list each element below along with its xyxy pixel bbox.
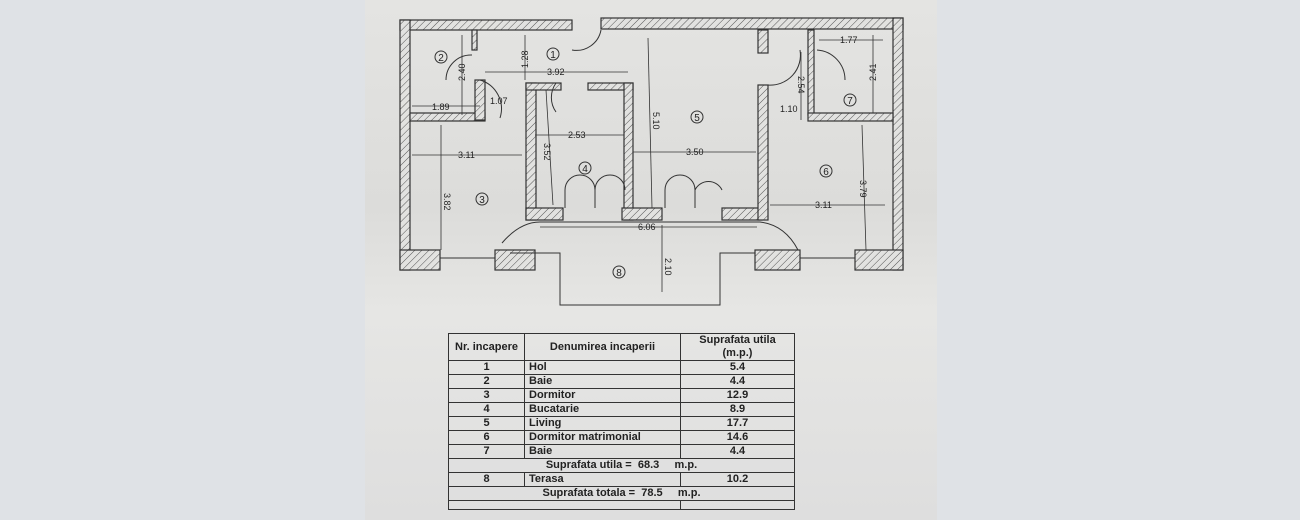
cell-name: Dormitor [524, 388, 681, 403]
dim-label: 3.11 [815, 200, 832, 210]
doors-and-terrace [439, 29, 856, 306]
walls [399, 17, 904, 271]
dim-label: 2.40 [457, 63, 467, 81]
dimension-lines [412, 35, 885, 292]
floor-plan: 1.28 3.92 2.40 1.07 1.89 3.11 3.82 2.53 … [399, 17, 904, 306]
cell-area: 5.4 [680, 360, 795, 375]
dim-label: 1.07 [490, 96, 508, 106]
dim-label: 5.10 [651, 112, 661, 130]
room-number-6: 6 [823, 167, 829, 178]
dim-label: 3.82 [442, 193, 452, 211]
room-number-1: 1 [550, 50, 556, 61]
dim-label: 3.11 [458, 150, 475, 160]
dim-label: 1.10 [780, 104, 798, 114]
cell-name: Terasa [524, 472, 681, 487]
cell-name: Living [524, 416, 681, 431]
cell-name: Baie [524, 374, 681, 389]
header-name: Denumirea incaperii [524, 333, 681, 361]
cell-nr: 4 [448, 402, 525, 417]
dim-label: 3.50 [686, 147, 704, 157]
cell-area: 4.4 [680, 444, 795, 459]
dim-label: 1.89 [432, 102, 450, 112]
dim-label: 3.79 [858, 180, 868, 198]
cell-name: Dormitor matrimonial [524, 430, 681, 445]
dim-label: 2.54 [796, 76, 806, 94]
header-area: Suprafata utila (m.p.) [680, 333, 795, 361]
dim-label: 3.52 [542, 143, 552, 161]
room-number-8: 8 [616, 268, 622, 279]
dim-label: 3.92 [547, 67, 565, 77]
empty-cell [680, 500, 795, 510]
room-number-5: 5 [694, 113, 700, 124]
room-number-4: 4 [582, 164, 588, 175]
subtotal-text: Suprafata utila = 68.3 m.p. [448, 458, 795, 473]
cell-area: 17.7 [680, 416, 795, 431]
dim-label: 1.28 [520, 50, 530, 68]
cell-nr: 1 [448, 360, 525, 375]
table-row [448, 500, 795, 510]
cell-area: 14.6 [680, 430, 795, 445]
room-number-7: 7 [847, 96, 853, 107]
cell-name: Bucatarie [524, 402, 681, 417]
room-number-2: 2 [438, 53, 444, 64]
dim-label: 2.10 [663, 258, 673, 276]
room-number-3: 3 [479, 195, 485, 206]
room-area-table: Nr. incapere Denumirea incaperii Suprafa… [448, 333, 795, 510]
cell-area: 4.4 [680, 374, 795, 389]
dim-label: 2.41 [868, 63, 878, 81]
dim-label: 1.77 [840, 35, 858, 45]
total-row: Suprafata totala = 78.5 m.p. [448, 486, 795, 501]
total-text: Suprafata totala = 78.5 m.p. [448, 486, 795, 501]
cell-nr: 8 [448, 472, 525, 487]
room-markers [434, 47, 857, 279]
cell-name: Baie [524, 444, 681, 459]
cell-nr: 6 [448, 430, 525, 445]
header-nr: Nr. incapere [448, 333, 525, 361]
dim-label: 6.06 [638, 222, 656, 232]
cell-area: 12.9 [680, 388, 795, 403]
subtotal-row: Suprafata utila = 68.3 m.p. [448, 458, 795, 473]
cell-nr: 5 [448, 416, 525, 431]
cell-area: 8.9 [680, 402, 795, 417]
dimension-labels: 1.28 3.92 2.40 1.07 1.89 3.11 3.82 2.53 … [432, 35, 878, 276]
cell-nr: 3 [448, 388, 525, 403]
cell-nr: 2 [448, 374, 525, 389]
dim-label: 2.53 [568, 130, 586, 140]
cell-nr: 7 [448, 444, 525, 459]
cell-name: Hol [524, 360, 681, 375]
empty-cell [448, 500, 681, 510]
cell-area: 10.2 [680, 472, 795, 487]
